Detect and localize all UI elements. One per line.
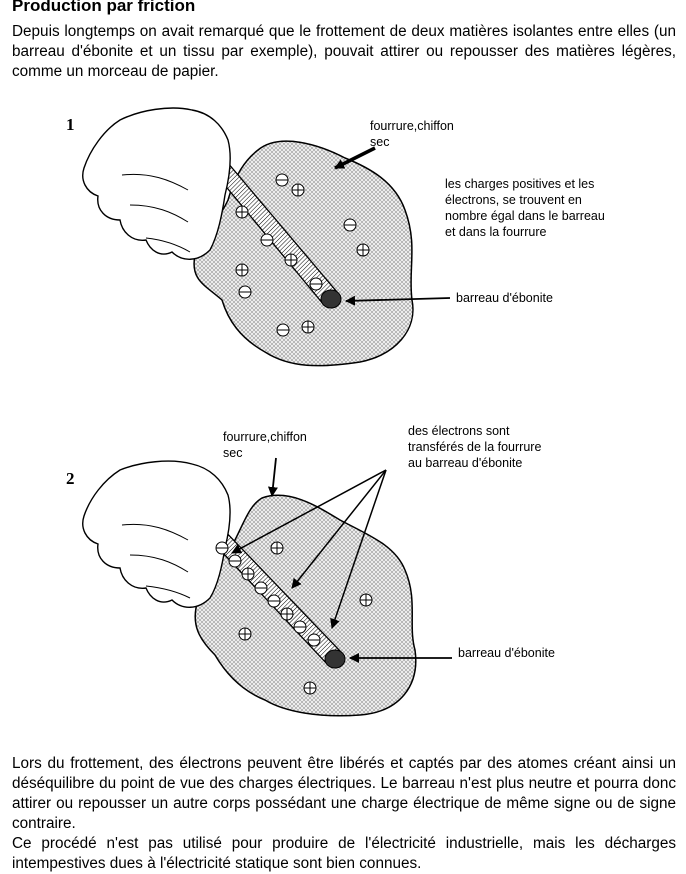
positive-charge [238,627,252,641]
hand-1-fingers [121,173,191,253]
charges-2 [215,541,373,695]
figure-2: 2 fourrure,chiffon sec [66,424,555,717]
fur-pointer-arrow-1 [334,146,376,170]
positive-charge [284,253,298,267]
positive-charge [270,541,284,555]
fur-label-1: fourrure,chiffon sec [370,119,457,149]
page-title: Production par friction [12,0,196,15]
hand-2 [82,460,231,608]
rod-label-2: barreau d'ébonite [458,646,555,660]
electron [343,218,357,232]
figure-1: 1 fourrure,chiffon sec [66,107,608,367]
intro-paragraph: Depuis longtemps on avait remarqué que l… [12,23,676,80]
electron [276,323,290,337]
outro-text-1: Lors du frottement, des électrons peuven… [12,755,676,832]
electron [228,554,242,568]
fur-pointer-arrow-2 [267,457,278,497]
electron [307,633,321,647]
rod-label-1: barreau d'ébonite [456,291,553,305]
positive-charge [356,243,370,257]
electron [215,541,229,555]
electron [238,285,252,299]
positive-charge [291,183,305,197]
outro-text-2: Ce procédé n'est pas utilisé pour produi… [12,835,676,872]
positive-charge [241,567,255,581]
electron [293,620,307,634]
positive-charge [235,263,249,277]
figure-1-number: 1 [66,115,75,134]
figure-2-number: 2 [66,469,75,488]
electron [309,277,323,291]
positive-charge [359,593,373,607]
electron [254,581,268,595]
charges-note-1: les charges positives et les électrons, … [445,177,608,239]
positive-charge [301,320,315,334]
rod-pointer-arrow-1 [345,295,451,306]
positive-charge [235,205,249,219]
transfer-note-2: des électrons sont transférés de la four… [408,424,545,470]
positive-charge [303,681,317,695]
outro-paragraph: Lors du frottement, des électrons peuven… [12,754,676,874]
friction-diagram: 1 fourrure,chiffon sec [66,107,608,717]
transfer-arrows [231,469,387,629]
fur-label-2: fourrure,chiffon sec [223,430,310,460]
electron [267,594,281,608]
hand-2-fingers [121,523,191,599]
electron [275,173,289,187]
positive-charge [280,607,294,621]
hand-1 [82,107,231,260]
electron [260,233,274,247]
charges-1 [235,173,370,337]
